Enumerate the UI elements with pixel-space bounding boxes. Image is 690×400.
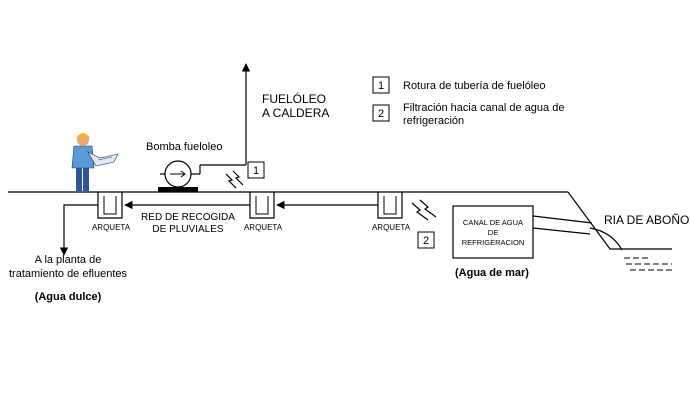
pump-icon [158,160,201,192]
leak-1-marker [247,161,265,179]
legend-marker-1 [372,76,390,94]
water-surface [624,257,674,271]
legend-text-2-line1: Filtración hacia canal de agua de [403,102,564,114]
legend-marker-2 [372,104,390,122]
legend-text-2-line2: refrigeración [403,115,464,127]
outlet-pipe-top [532,215,593,224]
arqueta-3-label: ARQUETA [372,223,411,232]
arqueta-3 [377,192,403,219]
leak-1-number: 1 [253,165,259,177]
arqueta-1 [97,192,123,219]
legend-text-1: Rotura de tubería de fuelóleo [403,80,546,92]
canal-label-line1: CANAL DE AGUA [463,218,523,227]
arqueta-2 [249,192,275,219]
fresh-water-label: (Agua dulce) [35,291,102,303]
pump-label: Bomba fueloleo [146,141,222,153]
leak-2-number: 2 [423,235,429,247]
arqueta-2-label: ARQUETA [244,223,283,232]
fuel-label-line1: FUELÓLEO [262,91,326,106]
leak-1-lightning-icon [225,170,244,189]
cooling-canal-box [452,205,534,259]
destination-line1: A la planta de [35,254,102,266]
arqueta-1-label: ARQUETA [92,223,131,232]
outlet-flow [589,227,623,251]
shore-slope [567,191,672,250]
network-label-line1: RED DE RECOGIDA [141,212,235,223]
pipe-to-treatment [59,204,98,256]
outlet-pipe-bottom [532,227,591,235]
worker-icon [71,133,119,191]
destination-line2: tratamiento de efluentes [9,268,128,280]
canal-label-line2: DE [488,228,498,237]
leak-2-marker [417,231,435,249]
canal-label-line3: REFRIGERACION [462,238,525,247]
leak-2-lightning-icon [411,199,437,221]
sea-water-label: (Agua de mar) [455,267,529,279]
river-label: RIA DE ABOÑO [604,213,689,227]
network-label-line2: DE PLUVIALES [152,224,223,235]
legend-number-2: 2 [378,108,384,120]
fuel-label-line2: A CALDERA [262,106,329,120]
legend-number-1: 1 [378,80,384,92]
